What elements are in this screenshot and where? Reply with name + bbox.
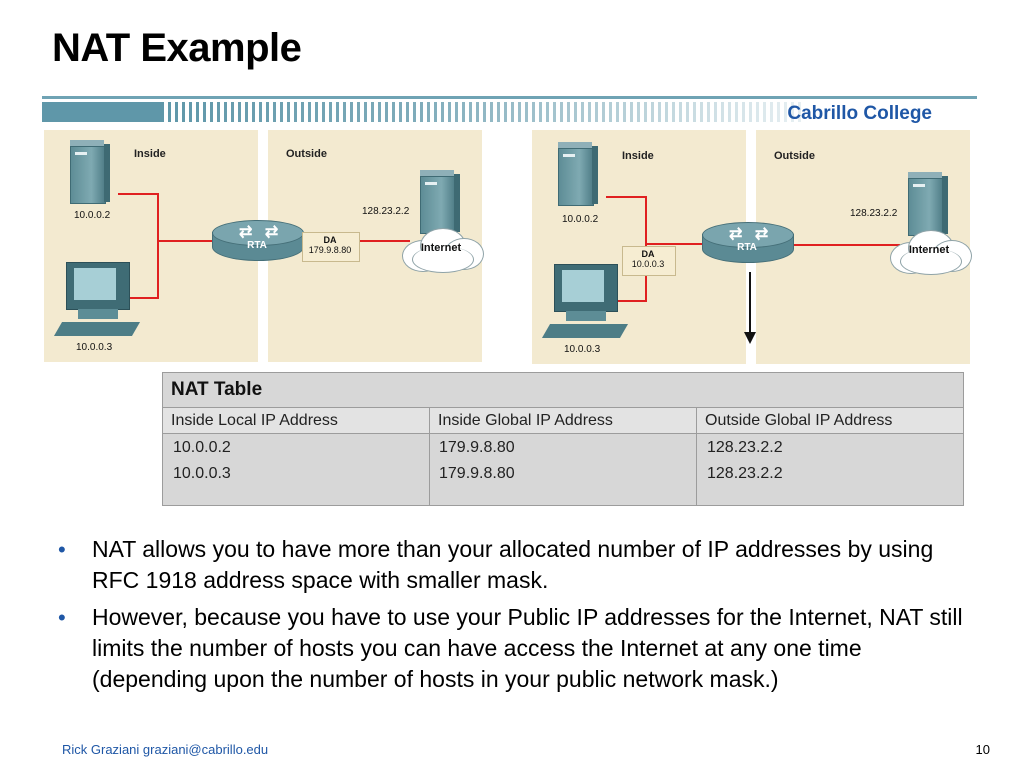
right-inside-label: Inside <box>622 150 654 162</box>
footer-author: Rick Graziani graziani@cabrillo.edu <box>62 742 269 757</box>
right-inside-server-icon <box>558 142 598 206</box>
college-banner: Cabrillo College <box>42 94 977 124</box>
nat-cell-r0-c1: 179.9.8.80 <box>439 439 515 456</box>
banner-line <box>42 96 977 99</box>
right-server-wire-h <box>606 196 646 198</box>
left-da-value: 179.9.8.80 <box>308 245 352 255</box>
nat-cell-r0-c0: 10.0.0.2 <box>173 439 231 456</box>
college-logo-text: Cabrillo College <box>787 103 932 124</box>
left-server-wire-v <box>157 193 159 241</box>
nat-header-divider <box>163 433 963 434</box>
left-router-icon: ⇄ ⇄ RTA <box>212 220 304 264</box>
right-router-icon: ⇄ ⇄ RTA <box>702 222 794 266</box>
left-da-label: DA <box>323 235 337 245</box>
nat-header-inside-local: Inside Local IP Address <box>163 407 429 433</box>
right-wan-wire <box>790 244 900 246</box>
left-internet-cloud-icon: Internet <box>398 226 484 274</box>
nat-table: NAT Table Inside Local IP Address Inside… <box>162 372 964 506</box>
right-pc-wire-h <box>618 300 647 302</box>
right-outside-label: Outside <box>774 150 815 162</box>
bullet-dot-icon: • <box>58 605 66 630</box>
right-da-label: DA <box>641 249 655 259</box>
nat-column-divider-2 <box>696 407 697 505</box>
right-da-value: 10.0.0.3 <box>631 259 665 269</box>
left-packet-envelope <box>302 232 360 262</box>
nat-header-inside-global: Inside Global IP Address <box>430 407 696 433</box>
left-inside-server-icon <box>70 140 110 204</box>
nat-header-outside-global: Outside Global IP Address <box>697 407 963 433</box>
right-server-wire-h2 <box>645 243 705 245</box>
page-number: 10 <box>975 742 990 757</box>
left-router-label: RTA <box>247 240 267 251</box>
left-packet-da: DA 179.9.8.80 <box>300 235 360 255</box>
banner-fade <box>162 102 802 122</box>
right-workstation-icon <box>541 264 629 344</box>
nat-cell-r1-c0: 10.0.0.3 <box>173 465 231 482</box>
nat-cell-r1-c2: 128.23.2.2 <box>707 465 783 482</box>
bullet-text: NAT allows you to have more than your al… <box>92 536 934 593</box>
left-pc-ip: 10.0.0.3 <box>76 342 113 353</box>
right-remote-server-icon <box>908 172 948 236</box>
left-workstation-icon <box>53 262 141 342</box>
right-pc-ip: 10.0.0.3 <box>564 344 601 355</box>
nat-cell-r1-c1: 179.9.8.80 <box>439 465 515 482</box>
right-down-arrow-icon <box>749 272 751 334</box>
bullet-item: • However, because you have to use your P… <box>52 602 982 695</box>
bullet-dot-icon: • <box>58 537 66 562</box>
left-inside-label: Inside <box>134 148 166 160</box>
left-server-ip: 10.0.0.2 <box>74 210 111 221</box>
nat-cell-r0-c2: 128.23.2.2 <box>707 439 783 456</box>
nat-table-title: NAT Table <box>171 379 263 400</box>
left-remote-ip: 128.23.2.2 <box>362 206 410 217</box>
right-packet-da: DA 10.0.0.3 <box>620 249 676 269</box>
bullet-list: • NAT allows you to have more than your a… <box>52 534 982 701</box>
bullet-item: • NAT allows you to have more than your a… <box>52 534 982 596</box>
right-cloud-label: Internet <box>908 244 950 256</box>
right-remote-ip: 128.23.2.2 <box>850 208 898 219</box>
right-server-wire-v <box>645 196 647 244</box>
slide-title: NAT Example <box>52 26 302 70</box>
nat-column-divider-1 <box>429 407 430 505</box>
left-pc-wire-v <box>157 242 159 299</box>
left-remote-server-icon <box>420 170 460 234</box>
left-server-wire-h2 <box>157 240 215 242</box>
right-down-arrowhead-icon <box>744 332 756 344</box>
right-packet-envelope <box>622 246 676 276</box>
right-internet-cloud-icon: Internet <box>886 228 972 276</box>
left-pc-wire-h <box>130 297 159 299</box>
right-server-ip: 10.0.0.2 <box>562 214 599 225</box>
bullet-text: However, because you have to use your Pu… <box>92 604 963 692</box>
left-server-wire-h <box>118 193 158 195</box>
right-router-label: RTA <box>737 242 757 253</box>
left-outside-label: Outside <box>286 148 327 160</box>
left-cloud-label: Internet <box>420 242 462 254</box>
